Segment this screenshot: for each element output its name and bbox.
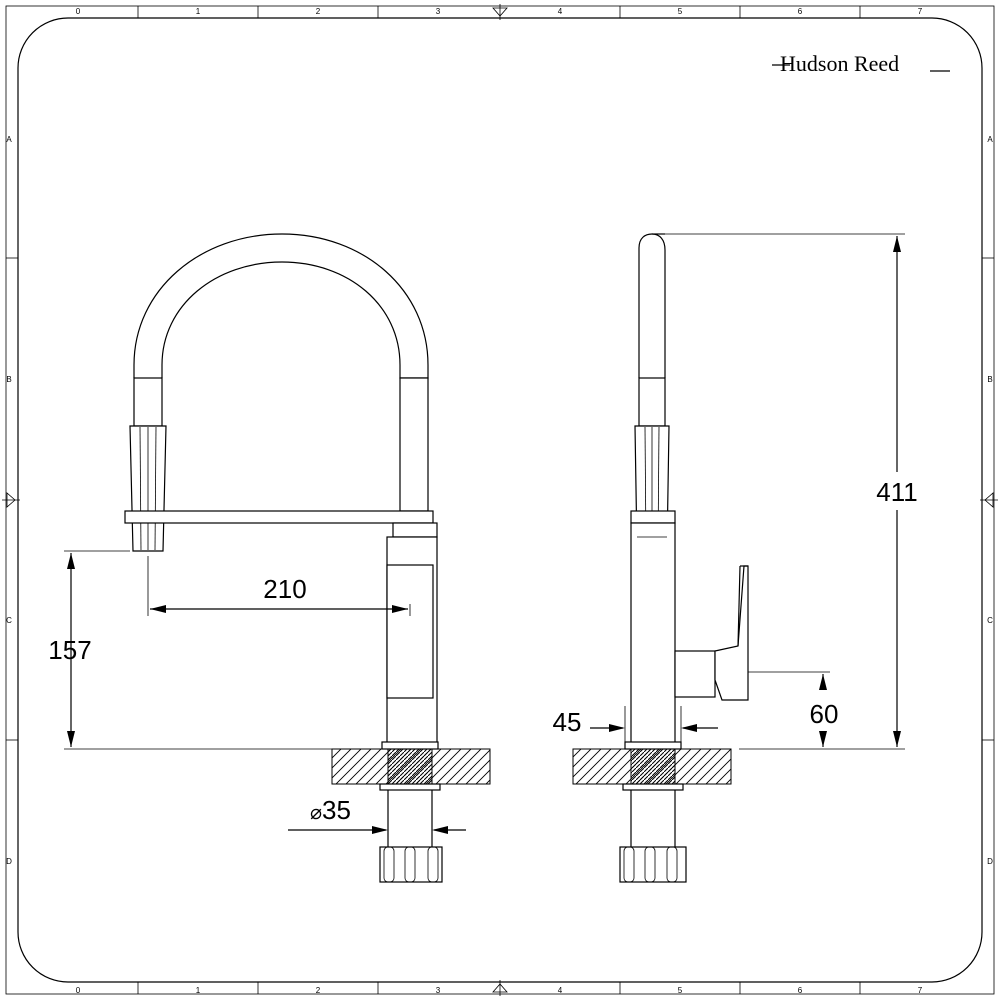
diameter-symbol: ⌀ — [310, 802, 322, 824]
frame-col-label: 5 — [678, 986, 683, 995]
side-back-nut — [619, 846, 687, 883]
dim-label-total-height: 411 — [876, 477, 917, 507]
side-view — [572, 233, 905, 883]
center-mark-bottom — [492, 980, 508, 996]
center-mark-right — [980, 492, 998, 508]
center-mark-top — [492, 4, 508, 20]
dim-label-spout-height: 157 — [48, 635, 91, 665]
brand-name: Hudson Reed — [780, 51, 899, 76]
gooseneck-spout — [133, 233, 429, 379]
frame-col-label: 2 — [316, 986, 321, 995]
frame-row-label: B — [6, 375, 11, 384]
frame-col-label: 7 — [918, 7, 923, 16]
dim-total-height: 411 — [876, 236, 918, 747]
frame-col-label: 6 — [798, 986, 803, 995]
frame-row-label: B — [987, 375, 992, 384]
frame-col-label: 0 — [76, 986, 81, 995]
frame-row-label: D — [987, 857, 993, 866]
threaded-tail — [387, 748, 433, 785]
side-back-nut-washer — [622, 783, 684, 791]
tap-body-panel — [386, 564, 434, 699]
dim-handle-height: 60 — [739, 671, 905, 750]
frame-col-label: 2 — [316, 7, 321, 16]
center-mark-left — [2, 492, 20, 508]
brand-logo: Hudson Reed — [772, 51, 950, 76]
spray-hose-segment — [133, 377, 163, 427]
frame-row-label: A — [987, 135, 993, 144]
frame-col-label: 6 — [798, 7, 803, 16]
dim-label-tail-diameter: ⌀35 — [310, 795, 351, 825]
dim-body-width: 45 — [553, 706, 718, 746]
spray-support-arm — [124, 510, 434, 524]
frame-row-label: A — [6, 135, 12, 144]
drawing-frame: 0 1 2 3 4 5 6 7 0 1 2 3 4 5 6 7 A B C D … — [2, 4, 998, 996]
lever-handle — [674, 565, 749, 701]
side-base-plate — [624, 741, 682, 750]
side-threaded-tail — [630, 748, 676, 785]
dim-tail-diameter: ⌀35 — [288, 795, 466, 834]
frame-col-label: 4 — [558, 7, 563, 16]
back-nut — [379, 846, 443, 883]
dim-label-body-width: 45 — [553, 707, 582, 737]
side-hose-segment — [638, 377, 666, 427]
back-nut-washer — [379, 783, 441, 791]
spout-column — [399, 377, 429, 512]
body-collar — [392, 522, 438, 538]
frame-col-label: 5 — [678, 7, 683, 16]
front-view — [124, 233, 491, 883]
frame-col-label: 7 — [918, 986, 923, 995]
frame-col-label: 3 — [436, 7, 441, 16]
frame-col-label: 4 — [558, 986, 563, 995]
frame-row-label: C — [987, 616, 993, 625]
frame-col-label: 1 — [196, 7, 201, 16]
frame-col-label: 1 — [196, 986, 201, 995]
side-tap-body — [630, 522, 676, 746]
diameter-value: 35 — [322, 795, 351, 825]
side-support-arm — [630, 510, 676, 524]
frame-col-label: 3 — [436, 986, 441, 995]
dim-label-handle-height: 60 — [810, 699, 839, 729]
side-spout-tube — [638, 233, 666, 378]
frame-col-label: 0 — [76, 7, 81, 16]
dim-label-spout-reach: 210 — [263, 574, 306, 604]
frame-row-label: C — [6, 616, 12, 625]
dim-spout-reach: 210 — [147, 556, 411, 616]
dim-spout-height: 157 — [48, 550, 332, 750]
base-plate — [381, 741, 439, 750]
frame-row-label: D — [6, 857, 12, 866]
